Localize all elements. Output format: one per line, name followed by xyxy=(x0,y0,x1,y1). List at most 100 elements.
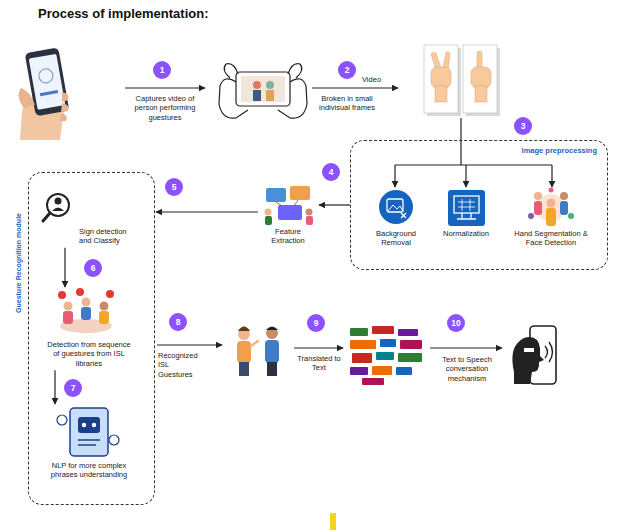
callout-number: 8 xyxy=(169,313,187,331)
sign-detection-icon xyxy=(52,208,64,212)
flow-arrows xyxy=(395,164,552,165)
normalization-icon xyxy=(457,213,476,219)
arrow-label: Text to Speech conversation mechanism xyxy=(430,355,504,383)
flow-connector xyxy=(156,211,258,212)
flow-connector xyxy=(319,204,350,205)
feature-extraction-illustration xyxy=(306,209,313,216)
flow-arrows xyxy=(125,88,552,348)
gesture-frames-illustration xyxy=(431,67,451,88)
people-talking-illustration xyxy=(265,340,279,363)
step-caption: NLP for more complex phrases understandi… xyxy=(47,461,131,480)
callout-number: 9 xyxy=(307,314,325,332)
flow-connector xyxy=(64,248,65,287)
arrow-label: Video xyxy=(362,75,396,84)
callout-number: 7 xyxy=(64,379,82,397)
group-heading: Guesture Recognition module xyxy=(15,213,24,313)
background-removal-icon xyxy=(401,213,406,218)
meeting-illustration xyxy=(99,311,109,324)
languages-illustration xyxy=(350,326,422,385)
group-heading: Image preprocessing xyxy=(522,146,597,155)
sign-detection-icon xyxy=(43,194,69,221)
languages-illustration xyxy=(350,340,376,349)
arrow-label: Captures video of person performing gues… xyxy=(125,94,205,122)
hands-recording-illustration xyxy=(288,64,302,78)
text-to-speech-illustration xyxy=(524,348,534,352)
hand-segmentation-icon xyxy=(560,201,568,215)
step-caption: Hand Segmentation & Face Detection xyxy=(509,229,593,248)
people-talking-illustration xyxy=(251,341,258,346)
feature-extraction-illustration xyxy=(265,209,272,216)
step-caption: Background Removal xyxy=(366,229,426,248)
feature-extraction-illustration xyxy=(265,186,314,225)
normalization-icon xyxy=(448,190,485,226)
flow-arrows xyxy=(460,118,461,165)
normalization-icon xyxy=(458,199,475,211)
meeting-illustration xyxy=(76,288,84,296)
flow-arrows xyxy=(294,347,343,348)
gesture-frames-illustration xyxy=(475,86,487,102)
callout-number: 5 xyxy=(165,178,183,196)
meeting-illustration xyxy=(58,291,66,299)
meeting-illustration xyxy=(100,302,109,311)
languages-illustration xyxy=(398,353,422,362)
step-caption: Sign detection and Classify xyxy=(79,227,131,246)
arrow-label: Recognized ISL Guestures xyxy=(158,351,202,379)
nlp-illustration xyxy=(78,440,100,445)
languages-illustration xyxy=(396,367,412,375)
people-talking-illustration xyxy=(266,327,278,339)
flow-arrows xyxy=(312,87,398,88)
languages-illustration xyxy=(352,353,372,363)
step-node: Background Removal xyxy=(366,189,426,250)
gesture-frames-illustration xyxy=(424,45,500,116)
meeting-illustration xyxy=(81,307,91,320)
background-removal-icon xyxy=(379,190,413,224)
page-marker xyxy=(330,513,336,530)
group-box: Background Removal Normalization Hand Segm… xyxy=(350,140,608,270)
languages-illustration xyxy=(372,326,394,334)
flow-arrows xyxy=(394,165,395,187)
hand-segmentation-icon xyxy=(547,199,556,208)
phone-in-hand-illustration xyxy=(19,47,70,140)
text-to-speech-illustration xyxy=(512,326,556,384)
gesture-frames-illustration xyxy=(424,45,458,113)
feature-extraction-illustration xyxy=(265,216,272,225)
normalization-icon xyxy=(448,190,485,226)
nlp-illustration xyxy=(70,408,108,456)
hands-recording-illustration xyxy=(266,90,274,101)
hands-recording-illustration xyxy=(278,79,307,118)
feature-extraction-illustration xyxy=(306,216,313,225)
hands-recording-illustration xyxy=(266,81,274,89)
languages-illustration xyxy=(398,329,418,336)
text-to-speech-illustration xyxy=(545,342,553,362)
background-removal-icon xyxy=(388,205,403,211)
arrow-label: Broken in small indivisual frames xyxy=(312,94,382,113)
people-talking-illustration xyxy=(237,327,279,377)
hands-recording-illustration xyxy=(224,64,238,78)
sign-detection-icon xyxy=(43,213,50,221)
callout-number: 3 xyxy=(514,117,532,135)
feature-extraction-illustration xyxy=(278,205,302,220)
page-marker xyxy=(330,513,336,530)
people-talking-illustration xyxy=(237,341,251,363)
people-talking-illustration xyxy=(239,362,249,376)
hands-recording-illustration xyxy=(253,90,261,101)
gesture-frames-illustration xyxy=(463,45,497,113)
step-caption: Feature Extraction xyxy=(258,227,318,246)
meeting-illustration xyxy=(106,290,114,298)
normalization-icon xyxy=(454,196,479,213)
flow-arrows xyxy=(551,165,552,187)
nlp-illustration xyxy=(57,415,67,425)
step-caption: Normalization xyxy=(433,229,499,238)
hands-recording-illustration xyxy=(219,64,307,119)
hands-recording-illustration xyxy=(253,81,261,89)
meeting-illustration xyxy=(64,302,73,311)
feature-extraction-illustration xyxy=(266,188,286,202)
people-talking-illustration xyxy=(238,327,250,332)
step-node: Normalization xyxy=(433,189,499,240)
languages-illustration xyxy=(350,367,368,375)
hand-segmentation-icon xyxy=(549,188,554,193)
phone-in-hand-illustration xyxy=(60,92,69,121)
sign-detection-icon xyxy=(55,198,62,205)
nlp-illustration xyxy=(109,435,119,445)
